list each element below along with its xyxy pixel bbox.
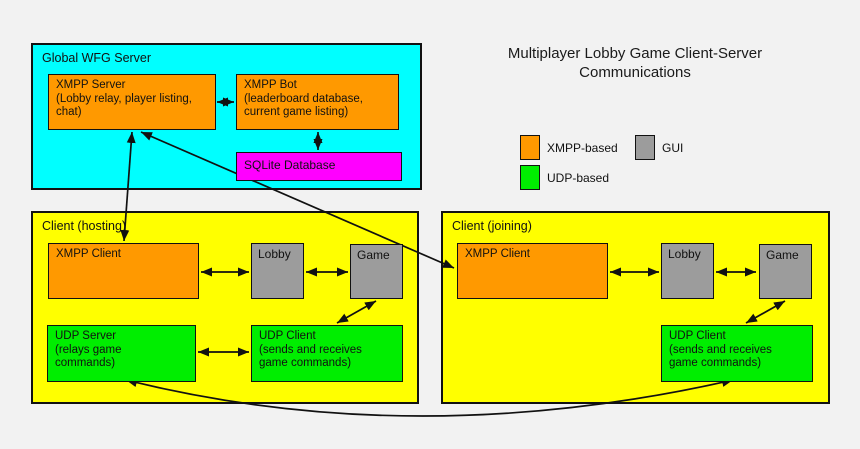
gui-color-swatch <box>635 135 655 160</box>
udp-client-hosting-box: UDP Client (sends and receives game comm… <box>251 325 403 382</box>
udp-color-swatch <box>520 165 540 190</box>
client-hosting-box: Client (hosting) XMPP Client Lobby Game … <box>31 211 419 404</box>
legend-label-xmpp: XMPP-based <box>547 140 618 155</box>
legend-item-gui: GUI <box>635 135 683 160</box>
xmpp-bot-box: XMPP Bot (leaderboard database, current … <box>236 74 399 130</box>
udp-client-joining-box: UDP Client (sends and receives game comm… <box>661 325 813 382</box>
lobby-hosting-box: Lobby <box>251 243 304 299</box>
game-hosting-box: Game <box>350 244 403 299</box>
xmpp-server-box: XMPP Server (Lobby relay, player listing… <box>48 74 216 130</box>
game-joining-box: Game <box>759 244 812 299</box>
legend-label-udp: UDP-based <box>547 170 610 185</box>
udp-server-box: UDP Server (relays game commands) <box>47 325 196 382</box>
client-hosting-label: Client (hosting) <box>42 219 127 233</box>
lobby-joining-box: Lobby <box>661 243 714 299</box>
client-joining-label: Client (joining) <box>452 219 532 233</box>
legend-label-gui: GUI <box>662 140 684 155</box>
legend-item-udp: UDP-based <box>520 165 609 190</box>
diagram-title: Multiplayer Lobby Game Client-Server Com… <box>507 45 763 81</box>
xmpp-client-joining-box: XMPP Client <box>457 243 608 299</box>
xmpp-color-swatch <box>520 135 540 160</box>
sqlite-database-box: SQLite Database <box>236 152 402 181</box>
client-joining-box: Client (joining) XMPP Client Lobby Game … <box>441 211 830 404</box>
global-wfg-server-label: Global WFG Server <box>42 51 152 65</box>
xmpp-client-hosting-box: XMPP Client <box>48 243 199 299</box>
global-wfg-server-box: Global WFG Server XMPP Server (Lobby rel… <box>31 43 422 190</box>
legend-item-xmpp: XMPP-based <box>520 135 618 160</box>
